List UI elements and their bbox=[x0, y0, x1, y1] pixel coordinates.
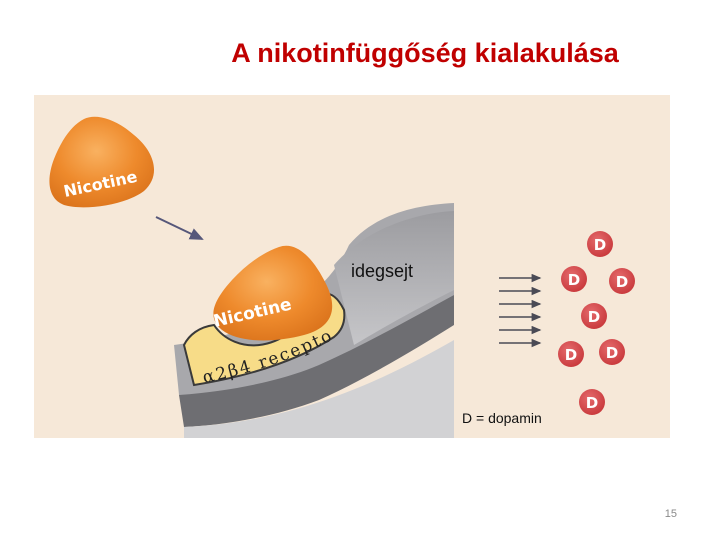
dopamine-molecules: D D D D D D D bbox=[558, 231, 635, 415]
neuron-label: idegsejt bbox=[351, 261, 413, 281]
free-nicotine: Nicotine bbox=[49, 116, 155, 208]
svg-text:D: D bbox=[594, 236, 606, 254]
dopamine-molecule: D bbox=[561, 266, 587, 292]
svg-text:D: D bbox=[565, 346, 577, 364]
binding-arrow bbox=[155, 216, 204, 240]
release-arrows bbox=[499, 273, 542, 348]
svg-text:D: D bbox=[588, 308, 600, 326]
svg-text:D: D bbox=[616, 273, 628, 291]
dopamine-molecule: D bbox=[558, 341, 584, 367]
bound-nicotine: Nicotine bbox=[212, 245, 333, 341]
svg-text:D: D bbox=[606, 344, 618, 362]
dopamine-molecule: D bbox=[599, 339, 625, 365]
dopamine-molecule: D bbox=[587, 231, 613, 257]
dopamine-molecule: D bbox=[581, 303, 607, 329]
dopamine-molecule: D bbox=[579, 389, 605, 415]
title-bar: A nikotinfüggőség kialakulása bbox=[0, 38, 720, 78]
svg-text:D: D bbox=[568, 271, 580, 289]
svg-text:D: D bbox=[586, 394, 598, 412]
dopamine-molecule: D bbox=[609, 268, 635, 294]
dopamine-legend: D = dopamin bbox=[462, 410, 542, 426]
nicotine-receptor-figure: α2β4 receptor Nicotine Nicotine idegsejt bbox=[34, 95, 670, 438]
page-number: 15 bbox=[664, 508, 677, 520]
slide-title: A nikotinfüggőség kialakulása bbox=[231, 38, 619, 68]
